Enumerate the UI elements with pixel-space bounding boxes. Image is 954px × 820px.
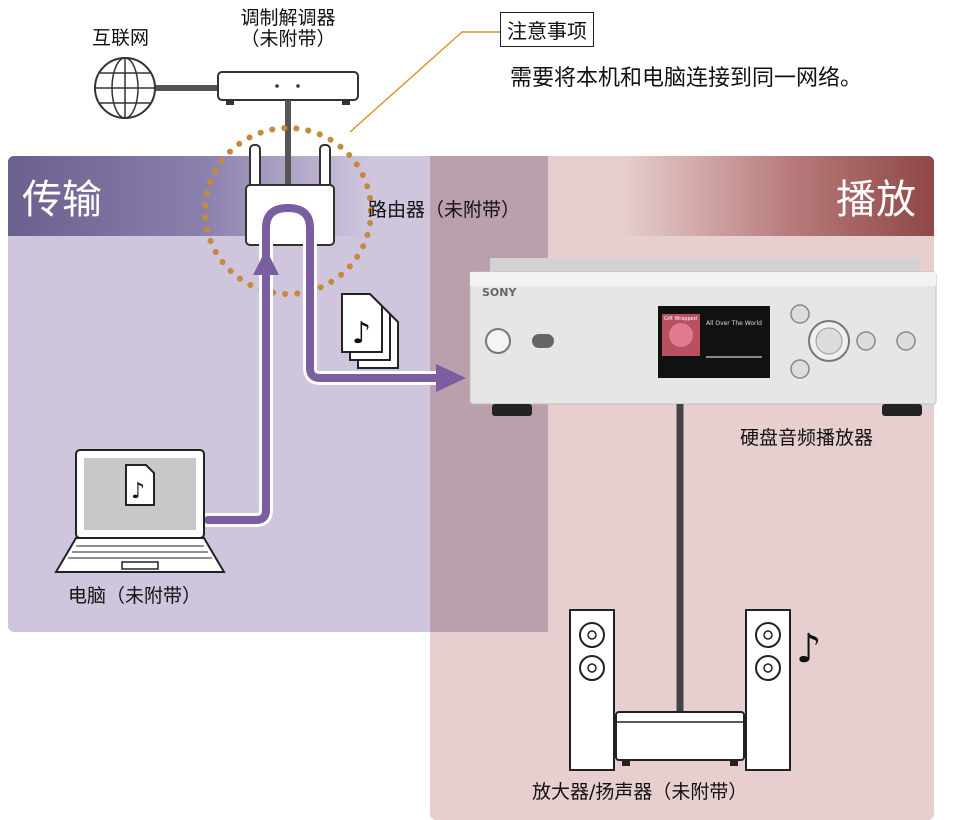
note-title-box: 注意事项	[500, 12, 594, 47]
modem-label: 调制解调器 （未附带）	[240, 7, 336, 50]
laptop-icon: ♪	[54, 449, 226, 573]
computer-label: 电脑（未附带）	[68, 585, 202, 607]
input-button	[532, 334, 554, 348]
note-callout-line	[349, 31, 500, 133]
globe-icon	[94, 57, 156, 119]
svg-text:♪: ♪	[131, 479, 145, 504]
arrow-right-head	[436, 364, 466, 392]
arrow-up-head	[253, 249, 279, 275]
right-speaker-icon	[745, 609, 791, 771]
note-title: 注意事项	[507, 19, 587, 43]
player-label: 硬盘音频播放器	[740, 427, 874, 449]
transfer-label: 传输	[22, 177, 102, 223]
playback-banner: 播放	[620, 156, 934, 236]
audio-player-device: SONY All Over The World Gift Wrapped	[469, 258, 937, 416]
svg-text:♪: ♪	[352, 316, 371, 351]
music-files-icon: ♪	[341, 293, 399, 369]
left-speaker-icon	[569, 609, 615, 771]
playback-label: 播放	[836, 177, 916, 223]
note-text: 需要将本机和电脑连接到同一网络。	[510, 66, 863, 91]
music-note-icon: ♪	[796, 626, 822, 672]
power-knob	[485, 328, 511, 354]
router-label: 路由器（未附带）	[368, 199, 521, 221]
amp-speakers-label: 放大器/扬声器（未附带）	[532, 781, 748, 803]
internet-label: 互联网	[92, 27, 150, 49]
svg-text:Gift Wrapped: Gift Wrapped	[664, 316, 697, 322]
brand-logo: SONY	[482, 286, 517, 299]
signal-path	[201, 201, 447, 527]
amplifier-icon	[615, 711, 745, 766]
router-highlight-ring	[202, 125, 374, 297]
svg-text:All Over The World: All Over The World	[706, 320, 762, 327]
